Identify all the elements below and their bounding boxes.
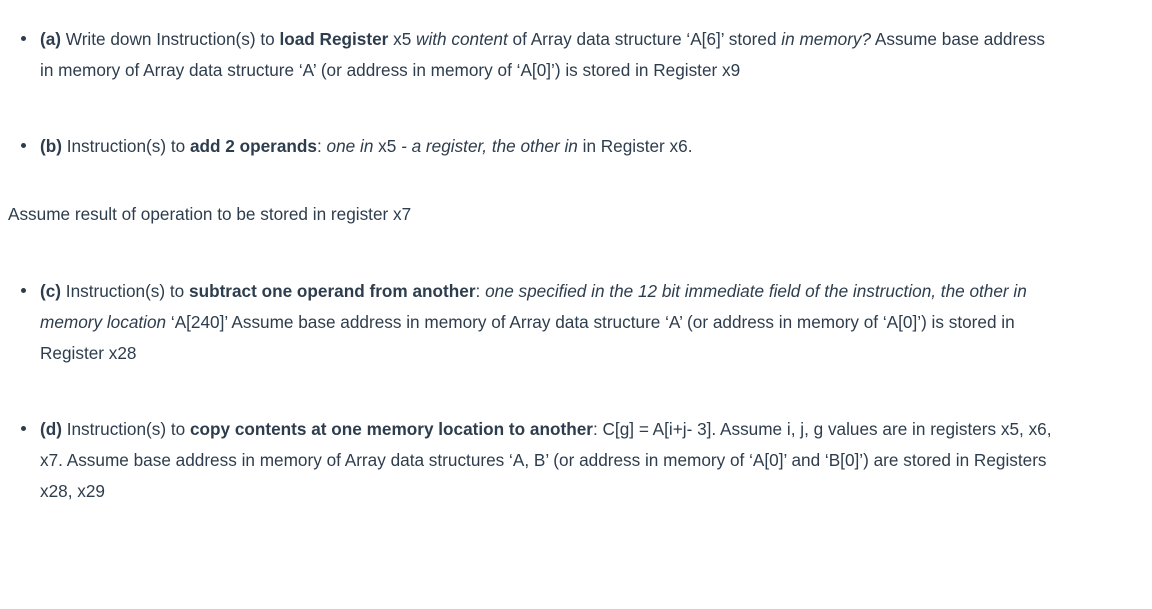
spacer-a-b — [0, 86, 1152, 131]
text-run-bold: add 2 operands — [189, 136, 317, 156]
text-run-normal: x5 — [378, 136, 397, 156]
text-run-italic: in memory? — [781, 29, 872, 49]
top-spacer — [0, 0, 1152, 24]
text-run-italic: one specified in the 12 bit immediate fi… — [40, 281, 1032, 332]
question-item-d: (d) Instruction(s) to copy contents at o… — [0, 414, 1152, 507]
text-run-bold: subtract one operand from another — [189, 281, 476, 301]
text-run-bold: (a) — [40, 29, 62, 49]
text-run-normal: : — [316, 136, 327, 156]
text-run-bold: load Register — [279, 29, 389, 49]
text-run-bold: (d) — [40, 419, 62, 439]
question-d-text: (d) Instruction(s) to copy contents at o… — [40, 419, 1056, 501]
bullet-icon-d — [21, 426, 26, 431]
text-run-normal: Assume base address in memory of Array d… — [40, 29, 1050, 80]
question-list: (a) Write down Instruction(s) to load Re… — [0, 24, 1152, 507]
bullet-icon-b — [21, 143, 26, 148]
text-run-normal: : — [475, 281, 486, 301]
text-run-italic: - a register, the other in — [396, 136, 578, 156]
question-item-b: (b) Instruction(s) to add 2 operands: on… — [0, 131, 1152, 162]
text-run-normal: Instruction(s) to — [61, 419, 190, 439]
text-run-normal: Instruction(s) to — [61, 281, 190, 301]
question-item-c: (c) Instruction(s) to subtract one opera… — [0, 276, 1152, 369]
text-run-bold: (c) — [40, 281, 62, 301]
text-run-italic: with content — [416, 29, 508, 49]
spacer-b-note — [0, 162, 1152, 199]
spacer-c-d — [0, 369, 1152, 414]
text-run-normal: Instruction(s) to — [61, 136, 190, 156]
text-run-bold: copy contents at one memory location to … — [189, 419, 593, 439]
text-run-normal: in Register x6. — [577, 136, 693, 156]
bullet-icon-c — [21, 288, 26, 293]
text-run-normal: x5 — [388, 29, 417, 49]
question-a-text: (a) Write down Instruction(s) to load Re… — [40, 29, 1050, 80]
question-item-a: (a) Write down Instruction(s) to load Re… — [0, 24, 1152, 86]
question-b-text: (b) Instruction(s) to add 2 operands: on… — [40, 136, 692, 156]
text-run-normal: Write down Instruction(s) to — [61, 29, 280, 49]
text-run-bold: (b) — [40, 136, 62, 156]
text-run-normal: of Array data structure ‘A[6]’ stored — [507, 29, 782, 49]
note-assume-result: Assume result of operation to be stored … — [8, 204, 412, 224]
text-run-normal: : C[g] = A[i+j- 3]. Assume i, j, g value… — [40, 419, 1057, 501]
text-run-normal: ‘A[240]’ Assume base address in memory o… — [40, 312, 1020, 363]
spacer-note-c — [0, 230, 1152, 276]
text-run-italic: one in — [326, 136, 379, 156]
question-c-text: (c) Instruction(s) to subtract one opera… — [40, 281, 1032, 363]
bullet-icon-a — [21, 36, 26, 41]
